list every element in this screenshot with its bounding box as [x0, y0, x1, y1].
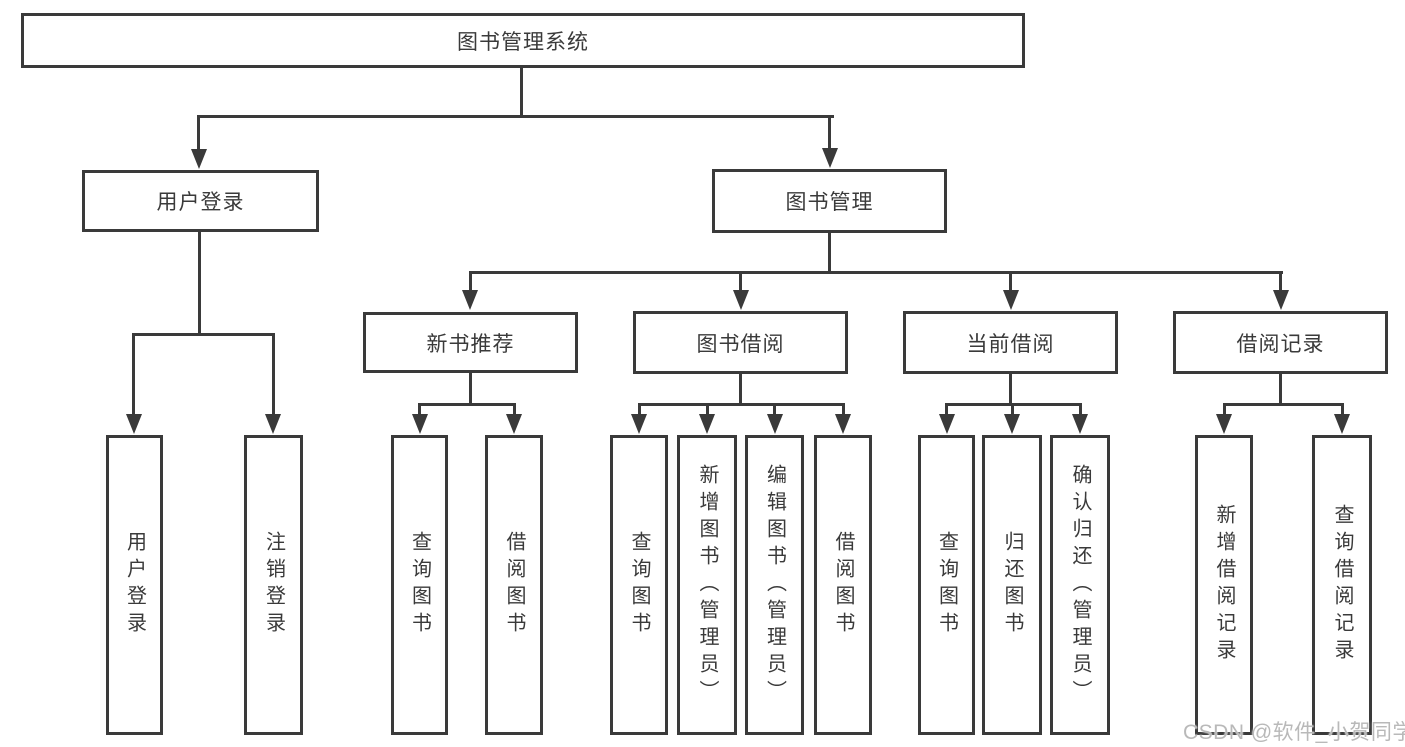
- node-label: 查询图书: [408, 531, 431, 639]
- connector-line: [513, 403, 516, 422]
- arrowhead-icon: [462, 290, 478, 310]
- connector-line: [842, 403, 845, 422]
- node-label: 用户登录: [156, 191, 245, 214]
- connector-line: [773, 403, 776, 422]
- node-label: 用户登录: [123, 531, 146, 639]
- arrowhead-icon: [1272, 290, 1289, 310]
- connector-line: [739, 271, 742, 298]
- node-label: 确认归还（管理员）: [1069, 463, 1091, 707]
- node-label: 查询借阅记录: [1331, 504, 1353, 666]
- connector-line: [1011, 403, 1014, 422]
- arrowhead-icon: [1002, 290, 1019, 310]
- connector-line: [469, 373, 472, 406]
- node-user-login: 用户登录: [82, 170, 319, 232]
- connector-line: [520, 68, 523, 118]
- connector-line: [469, 271, 1283, 274]
- node-label: 查询图书: [935, 531, 958, 639]
- node-label: 新书推荐: [426, 332, 515, 356]
- arrowhead-icon: [631, 414, 647, 434]
- connector-line: [638, 403, 641, 422]
- connector-line: [418, 403, 421, 422]
- connector-line: [638, 403, 845, 406]
- node-label: 新增图书（管理员）: [696, 463, 718, 707]
- connector-line: [1009, 271, 1012, 298]
- node-book-management: 图书管理: [712, 169, 947, 233]
- connector-line: [198, 232, 201, 336]
- node-label: 图书借阅: [696, 332, 785, 356]
- connector-line: [197, 115, 200, 158]
- leaf-user-login: 用户登录: [106, 435, 163, 735]
- arrowhead-icon: [1334, 414, 1350, 434]
- arrowhead-icon: [732, 290, 749, 310]
- arrowhead-icon: [1216, 414, 1232, 434]
- connector-line: [945, 403, 948, 422]
- leaf-edit-books-admin: 编辑图书（管理员）: [745, 435, 804, 735]
- node-label: 图书管理: [785, 191, 874, 214]
- node-library-management-system: 图书管理系统: [21, 13, 1025, 68]
- leaf-logout: 注销登录: [244, 435, 303, 735]
- node-label: 注销登录: [262, 531, 285, 639]
- connector-line: [197, 115, 834, 118]
- node-current-borrowing: 当前借阅: [903, 311, 1118, 374]
- connector-line: [828, 233, 831, 274]
- csdn-watermark: CSDN @软件_小贺同学: [1183, 721, 1405, 744]
- leaf-return-books: 归还图书: [982, 435, 1042, 735]
- node-borrowing-records: 借阅记录: [1173, 311, 1388, 374]
- connector-line: [272, 333, 275, 422]
- arrowhead-icon: [938, 414, 955, 434]
- node-label: 新增借阅记录: [1213, 504, 1235, 666]
- connector-line: [132, 333, 275, 336]
- connector-line: [1079, 403, 1082, 422]
- connector-line: [828, 115, 831, 158]
- connector-line: [1279, 374, 1282, 406]
- node-label: 编辑图书（管理员）: [763, 463, 786, 707]
- node-label: 当前借阅: [966, 332, 1055, 356]
- connector-line: [1223, 403, 1226, 422]
- node-label: 查询图书: [628, 531, 650, 639]
- arrowhead-icon: [125, 414, 142, 434]
- arrowhead-icon: [265, 414, 281, 434]
- node-label: 归还图书: [1001, 531, 1023, 639]
- arrowhead-icon: [821, 148, 838, 168]
- node-label: 借阅图书: [832, 531, 854, 639]
- arrowhead-icon: [411, 414, 428, 434]
- arrowhead-icon: [1004, 414, 1020, 434]
- leaf-borrow-books-recommend: 借阅图书: [485, 435, 543, 735]
- node-book-borrowing: 图书借阅: [633, 311, 848, 374]
- node-label: 借阅图书: [503, 531, 525, 639]
- leaf-confirm-return-admin: 确认归还（管理员）: [1050, 435, 1110, 735]
- leaf-query-borrow-record: 查询借阅记录: [1312, 435, 1372, 735]
- connector-line: [1223, 403, 1344, 406]
- connector-line: [1341, 403, 1344, 422]
- arrowhead-icon: [835, 414, 851, 434]
- leaf-query-books-current: 查询图书: [918, 435, 975, 735]
- connector-line: [1009, 374, 1012, 406]
- leaf-borrow-books: 借阅图书: [814, 435, 872, 735]
- leaf-add-books-admin: 新增图书（管理员）: [677, 435, 737, 735]
- leaf-query-books-borrow: 查询图书: [610, 435, 668, 735]
- arrowhead-icon: [190, 149, 207, 169]
- connector-line: [739, 374, 742, 406]
- connector-line: [418, 403, 516, 406]
- arrowhead-icon: [1072, 414, 1088, 434]
- arrowhead-icon: [506, 414, 522, 434]
- arrowhead-icon: [699, 414, 715, 434]
- connector-line: [469, 271, 472, 298]
- arrowhead-icon: [766, 414, 783, 434]
- node-label: 图书管理系统: [457, 30, 589, 54]
- connector-line: [706, 403, 709, 422]
- leaf-query-books-recommend: 查询图书: [391, 435, 448, 735]
- node-label: 借阅记录: [1236, 332, 1325, 356]
- connector-line: [132, 333, 135, 422]
- connector-line: [1279, 271, 1282, 298]
- leaf-add-borrow-record: 新增借阅记录: [1195, 435, 1253, 735]
- node-new-book-recommendation: 新书推荐: [363, 312, 578, 373]
